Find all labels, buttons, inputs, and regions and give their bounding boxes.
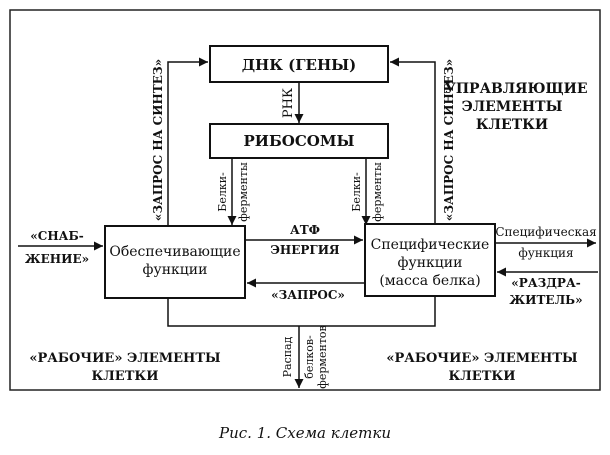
specific-functions-line1: Специфические [371,237,490,253]
control-elements-line2: ЭЛЕМЕНТЫ [462,99,563,115]
working-elements-left-line1: «РАБОЧИЕ» ЭЛЕМЕНТЫ [29,351,221,366]
decay-collector-line [167,296,436,327]
request-synthesis-right-arrow [390,57,436,224]
atp-label: АТФ [290,223,320,237]
decay-label-line3: ферментов [316,325,329,388]
request-synthesis-right-label: «ЗАПРОС НА СИНТЕЗ» [442,59,456,221]
specific-functions-box [364,223,496,297]
ribosomes-box [209,123,389,159]
support-functions-line1: Обеспечивающие [109,244,240,260]
support-functions-box [104,225,246,299]
outer-frame [9,9,601,391]
enzymes-left-line1: Белки- [216,172,229,212]
working-elements-right-line2: КЛЕТКИ [448,369,515,384]
working-elements-left-line2: КЛЕТКИ [91,369,158,384]
request-synthesis-left-arrow [167,57,208,226]
enzymes-right-line1: Белки- [350,172,363,212]
decay-label-line2: белков- [303,335,316,379]
energy-label: ЭНЕРГИЯ [270,243,340,257]
irritant-label-line1: «РАЗДРА- [511,276,580,290]
enzymes-left-line2: ферменты [237,162,250,222]
ribosomes-label: РИБОСОМЫ [244,132,355,150]
figure-caption: Рис. 1. Схема клетки [218,424,391,442]
dna-label: ДНК (ГЕНЫ) [242,56,357,74]
request-label: «ЗАПРОС» [271,288,345,302]
specific-function-label-line1: Специфическая [495,225,596,239]
working-elements-right-line1: «РАБОЧИЕ» ЭЛЕМЕНТЫ [386,351,578,366]
specific-functions-line3: (масса белка) [379,273,480,289]
rnk-label: РНК [281,88,296,118]
specific-function-label-line2: функция [518,246,573,260]
request-synthesis-left-label: «ЗАПРОС НА СИНТЕЗ» [151,59,165,221]
irritant-label-line2: ЖИТЕЛЬ» [509,293,582,307]
decay-label-line1: Распад [281,336,294,377]
support-functions-line2: функции [143,262,208,278]
specific-functions-line2: функции [398,255,463,271]
control-elements-line1: УПРАВЛЯЮЩИЕ [444,81,587,97]
supply-label-line2: ЖЕНИЕ» [25,252,89,266]
supply-label-line1: «СНАБ- [30,229,83,243]
enzymes-right-line2: ферменты [371,162,384,222]
control-elements-line3: КЛЕТКИ [476,117,548,133]
